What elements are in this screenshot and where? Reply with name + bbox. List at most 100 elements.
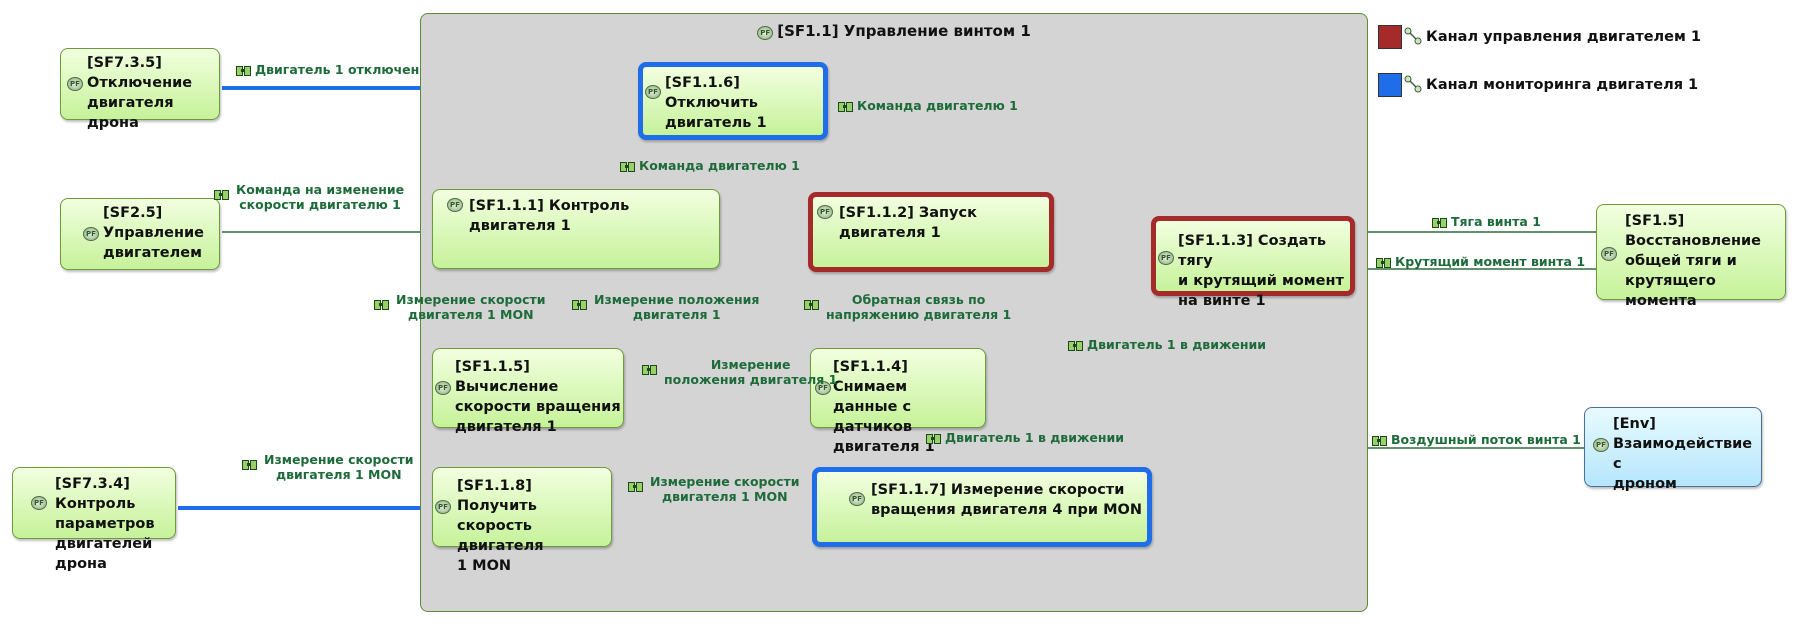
node-title-line: 1 MON bbox=[457, 558, 512, 574]
functional-exchange-icon bbox=[926, 433, 942, 444]
pf-icon: PF bbox=[1158, 251, 1174, 265]
flow-label-text: Двигатель 1 отключен bbox=[255, 62, 420, 77]
functional-exchange-icon bbox=[374, 300, 390, 310]
node-sf1-1-2[interactable]: PF [SF1.1.2] Запуск двигателя 1 bbox=[808, 192, 1054, 272]
node-sf1-1-6[interactable]: PF [SF1.1.6] Отключить двигатель 1 bbox=[638, 62, 828, 140]
node-title-line: двигателя 1 bbox=[833, 439, 935, 455]
functional-exchange-icon bbox=[1432, 217, 1448, 228]
pf-icon: PF bbox=[817, 205, 833, 219]
pf-icon: PF bbox=[645, 85, 661, 99]
node-title-line: скорость двигателя bbox=[457, 518, 544, 554]
node-title-line: двигателя дрона bbox=[87, 95, 174, 131]
node-title-line: [SF1.1.6] Отключить bbox=[665, 75, 758, 111]
node-sf1-1-8[interactable]: PF [SF1.1.8] Получить скорость двигателя… bbox=[432, 467, 612, 574]
flow-label-text: напряжению двигателя 1 bbox=[826, 307, 1012, 322]
pf-icon: PF bbox=[435, 500, 451, 514]
flow-label-text: Измерение скорости bbox=[650, 474, 800, 489]
pf-icon: PF bbox=[435, 381, 451, 395]
flow-label-text: скорости двигателю 1 bbox=[239, 197, 401, 212]
node-title-line: [SF7.3.5] bbox=[87, 55, 162, 71]
flow-label-text: Измерение скорости bbox=[264, 452, 414, 467]
flow-label-text: Двигатель 1 в движении bbox=[945, 430, 1125, 445]
node-title-line: вращения двигателя 4 при MON bbox=[871, 502, 1142, 518]
pf-icon: PF bbox=[83, 227, 99, 241]
link-icon bbox=[1404, 27, 1422, 45]
flow-label[interactable]: Воздушный поток винта 1 bbox=[1372, 432, 1581, 447]
flow-label[interactable]: Команда двигателю 1 bbox=[620, 158, 800, 173]
flow-label[interactable]: Команда двигателю 1 bbox=[838, 98, 1018, 113]
flow-label-text: двигателя 1 MON bbox=[407, 307, 534, 322]
flow-label-text: Воздушный поток винта 1 bbox=[1391, 432, 1581, 447]
functional-exchange-icon bbox=[642, 365, 658, 375]
node-title-line: скорости вращения bbox=[455, 399, 621, 415]
functional-exchange-icon bbox=[1372, 435, 1388, 446]
node-env[interactable]: PF [Env] Взаимодействие с дроном bbox=[1584, 407, 1762, 492]
flow-label[interactable]: Двигатель 1 в движении bbox=[1068, 337, 1266, 352]
functional-exchange-icon bbox=[572, 300, 588, 310]
legend-swatch bbox=[1378, 73, 1402, 97]
node-title-line: [SF1.1.5] Вычисление bbox=[455, 359, 559, 395]
node-sf1-1-5[interactable]: PF [SF1.1.5] Вычисление скорости вращени… bbox=[432, 348, 624, 435]
node-sf1-1-1[interactable]: PF [SF1.1.1] Контроль двигателя 1 bbox=[432, 189, 720, 269]
flow-label-text: Команда двигателю 1 bbox=[639, 158, 800, 173]
flow-label-text: двигателя 1 MON bbox=[275, 467, 402, 482]
node-title-line: двигателя 1 bbox=[455, 419, 557, 435]
flow-label-text: Команда двигателю 1 bbox=[857, 98, 1018, 113]
node-sf7-3-4[interactable]: PF [SF7.3.4] Контроль параметров двигате… bbox=[12, 467, 176, 572]
node-title-line: и крутящий момент bbox=[1178, 273, 1344, 289]
node-title-line: двигателей дрона bbox=[55, 536, 153, 572]
node-title-line: [SF1.1.1] Контроль двигателя 1 bbox=[469, 198, 630, 234]
flow-label[interactable]: Тяга винта 1 bbox=[1432, 214, 1541, 229]
node-sf1-1-3[interactable]: PF [SF1.1.3] Создать тягу и крутящий мом… bbox=[1151, 216, 1355, 309]
flow-label-text: Измерение скорости bbox=[396, 292, 546, 307]
legend-label: Канал управления двигателем 1 bbox=[1426, 29, 1701, 45]
flow-label[interactable]: Крутящий момент винта 1 bbox=[1376, 254, 1585, 269]
flow-label-text: двигателя 1 bbox=[632, 307, 721, 322]
node-title-line: общей тяги и bbox=[1625, 253, 1737, 269]
pf-icon: PF bbox=[849, 492, 865, 506]
link-icon bbox=[1404, 75, 1422, 93]
node-title-line: [SF1.1.8] Получить bbox=[457, 478, 537, 514]
node-title-line: [SF2.5] bbox=[103, 205, 163, 221]
node-title-line: двигателем bbox=[103, 245, 202, 261]
functional-exchange-icon bbox=[838, 101, 854, 112]
functional-exchange-icon bbox=[236, 65, 252, 76]
node-sf2-5[interactable]: PF [SF2.5] Управление двигателем bbox=[60, 198, 220, 270]
functional-exchange-icon bbox=[628, 482, 644, 492]
flow-label-text: положения двигателя 1 bbox=[664, 372, 838, 387]
pf-icon: PF bbox=[1601, 247, 1617, 261]
functional-exchange-icon bbox=[804, 300, 820, 310]
node-title-line: [SF1.1.7] Измерение скорости bbox=[871, 482, 1125, 498]
node-title-line: дроном bbox=[1613, 476, 1677, 492]
node-title-line: [Env] bbox=[1613, 416, 1656, 432]
flow-label[interactable]: Двигатель 1 отключен bbox=[236, 62, 419, 77]
pf-icon: PF bbox=[815, 381, 831, 395]
functional-exchange-icon bbox=[242, 460, 258, 470]
node-sf1-5[interactable]: PF [SF1.5] Восстановление общей тяги и к… bbox=[1596, 204, 1786, 309]
node-title-line: [SF7.3.4] Контроль bbox=[55, 476, 136, 512]
node-sf1-1-7[interactable]: PF [SF1.1.7] Измерение скорости вращения… bbox=[812, 467, 1152, 547]
flow-label-text: Двигатель 1 в движении bbox=[1087, 337, 1267, 352]
flow-label-text: Тяга винта 1 bbox=[1451, 214, 1541, 229]
pf-icon: PF bbox=[31, 496, 47, 510]
functional-exchange-icon bbox=[214, 190, 230, 200]
node-sf7-3-5[interactable]: PF [SF7.3.5] Отключение двигателя дрона bbox=[60, 48, 220, 131]
flow-label-text: Команда на изменение bbox=[236, 182, 405, 197]
node-title-line: Управление bbox=[103, 225, 205, 241]
pf-icon: PF bbox=[447, 198, 463, 212]
flow-label-text: Измерение bbox=[710, 357, 791, 372]
pf-icon: PF bbox=[67, 77, 83, 91]
node-sf1-1-4[interactable]: PF [SF1.1.4] Снимаем данные с датчиков д… bbox=[810, 348, 986, 455]
flow-label[interactable]: Двигатель 1 в движении bbox=[926, 430, 1124, 445]
node-title-line: двигатель 1 bbox=[665, 115, 767, 131]
node-title-line: параметров bbox=[55, 516, 155, 532]
flow-label-text: Измерение положения bbox=[594, 292, 760, 307]
node-title-line: крутящего момента bbox=[1625, 273, 1716, 309]
